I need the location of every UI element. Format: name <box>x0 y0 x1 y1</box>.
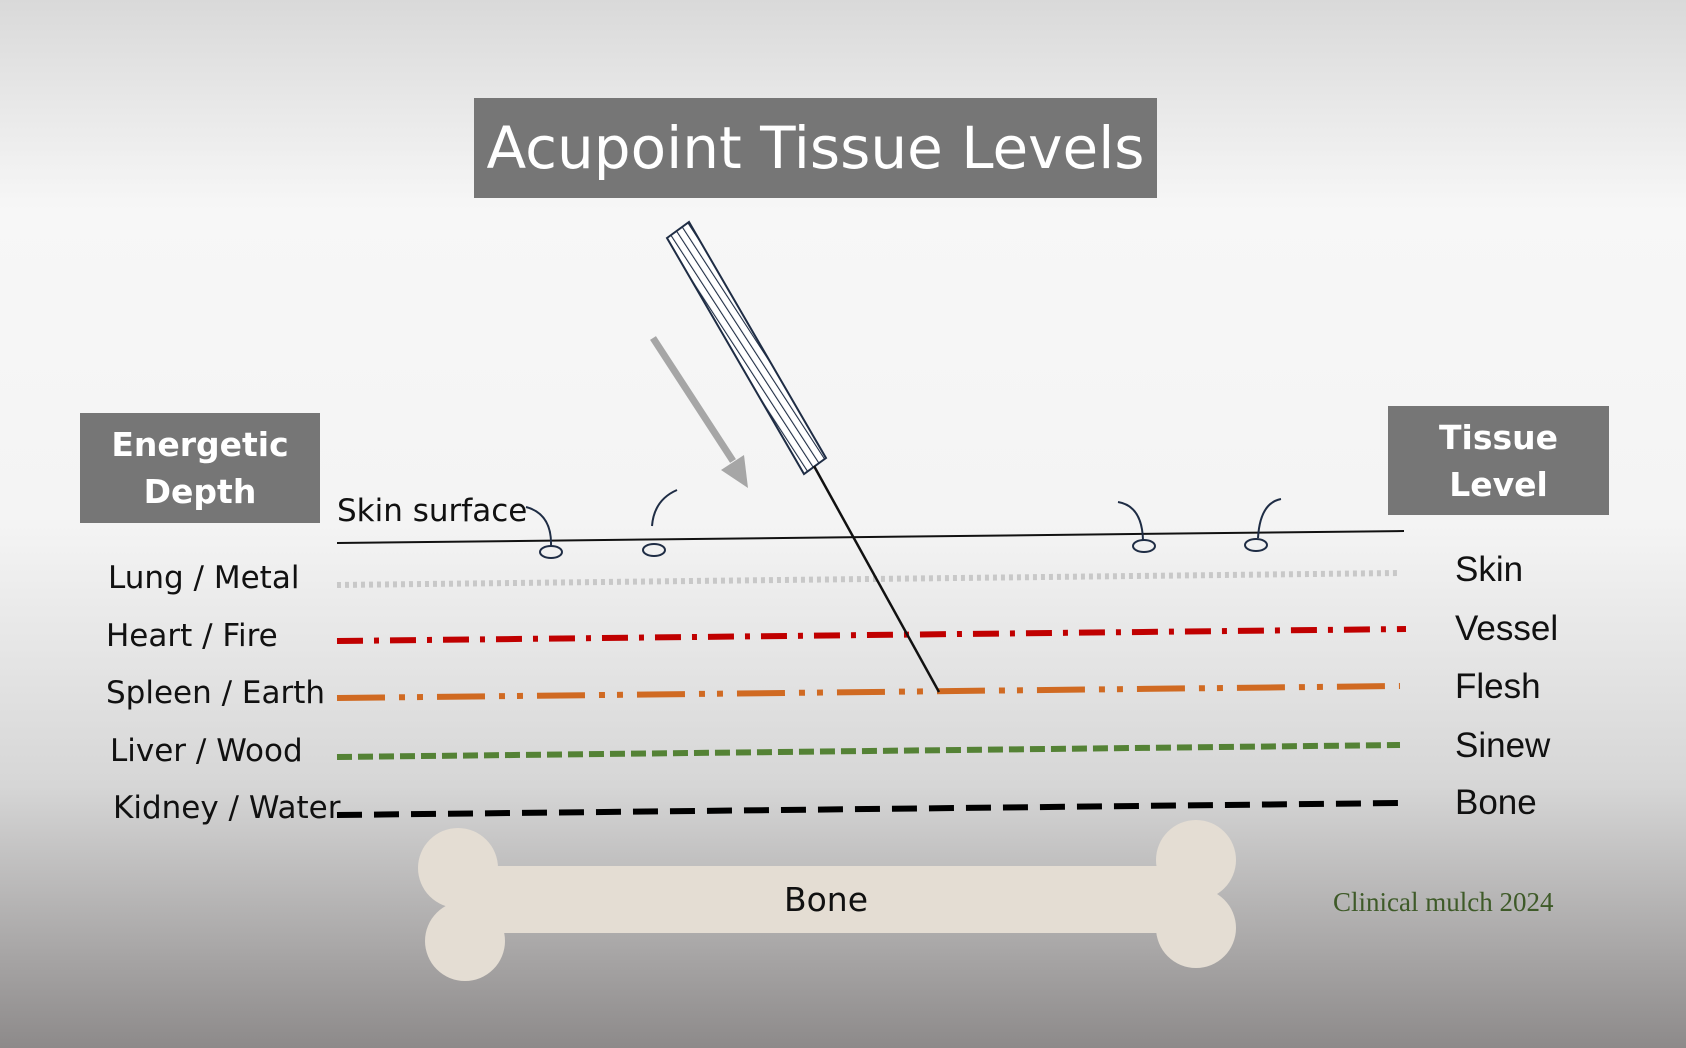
needle-handle <box>665 220 828 476</box>
level-line-flesh <box>336 683 1401 701</box>
bone-shaft <box>470 866 1205 933</box>
hair-1 <box>525 506 553 547</box>
hair-4 <box>1257 498 1282 539</box>
tissue-label-vessel: Vessel <box>1455 609 1559 648</box>
energetic-depth-header: Energetic Depth <box>80 413 320 523</box>
skin-pores <box>525 489 1282 559</box>
tissue-level-header-line1: Tissue <box>1439 417 1558 457</box>
energetic-depth-header-line2: Depth <box>143 472 257 511</box>
bone-label: Bone <box>783 880 869 919</box>
depth-label-kidney-water: Kidney / Water <box>113 790 341 826</box>
hair-3 <box>1117 501 1144 541</box>
tissue-label-sinew: Sinew <box>1455 726 1551 765</box>
bone-shape <box>418 820 1236 981</box>
needle-shaft <box>812 465 941 693</box>
level-line-bone <box>336 800 1401 818</box>
insertion-arrow <box>650 336 748 488</box>
tissue-level-header-line2: Level <box>1449 464 1548 504</box>
needle <box>665 220 941 693</box>
pore-4 <box>1244 538 1268 552</box>
tissue-label-bone: Bone <box>1455 783 1537 822</box>
insertion-arrow-head <box>721 455 748 488</box>
tissue-level-header: Tissue Level <box>1388 406 1609 515</box>
depth-label-liver-wood: Liver / Wood <box>110 733 303 769</box>
level-line-vessel <box>336 626 1407 644</box>
level-line-skin <box>336 570 1401 588</box>
pore-2 <box>642 543 666 557</box>
credit-text: Clinical mulch 2024 <box>1333 887 1554 917</box>
depth-label-lung-metal: Lung / Metal <box>108 560 300 596</box>
tissue-label-flesh: Flesh <box>1455 667 1541 706</box>
diagram-title: Acupoint Tissue Levels <box>474 98 1157 198</box>
skin-surface-line <box>336 530 1405 544</box>
depth-label-heart-fire: Heart / Fire <box>106 618 278 654</box>
pore-3 <box>1132 539 1156 553</box>
level-line-sinew <box>336 742 1401 760</box>
insertion-arrow-shaft <box>650 336 736 463</box>
pore-1 <box>539 545 563 559</box>
depth-label-spleen-earth: Spleen / Earth <box>106 675 326 711</box>
skin-surface-label: Skin surface <box>337 493 528 529</box>
energetic-depth-header-line1: Energetic <box>111 425 289 464</box>
hair-2 <box>651 489 678 527</box>
tissue-label-skin: Skin <box>1455 550 1524 589</box>
